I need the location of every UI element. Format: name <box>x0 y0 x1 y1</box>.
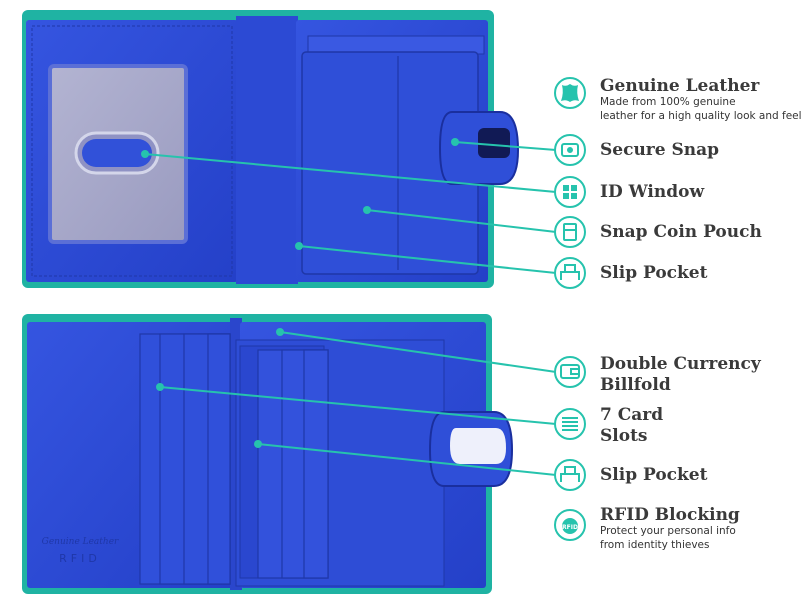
feature-title-billfold: Billfold <box>600 375 671 395</box>
id-window-icon <box>554 176 586 208</box>
slip-pocket-icon <box>554 257 586 289</box>
rfid-shield-icon: RFID <box>554 509 586 541</box>
card-slots-icon <box>554 408 586 440</box>
feature-title-secure-snap: Secure Snap <box>600 140 720 160</box>
svg-text:RFID: RFID <box>562 524 578 531</box>
feature-title-double-currency: Double Currency <box>600 354 761 374</box>
card-slots-right <box>257 349 329 579</box>
bottom-callout-dots <box>156 328 284 448</box>
slip-pocket-icon <box>554 459 586 491</box>
top-callout-dots <box>141 138 459 250</box>
top-wallet-left-stitch <box>31 25 233 277</box>
feature-title-7-card: 7 Card <box>600 405 664 425</box>
top-callout-lines <box>144 141 557 274</box>
bottom-wallet: Genuine Leather RFID <box>22 314 557 594</box>
card-slots-left <box>139 333 231 585</box>
feature-desc-genuine-leather-1: Made from 100% genuine <box>600 96 736 108</box>
feature-desc-rfid-2: from identity thieves <box>600 539 710 551</box>
coin-pouch-icon <box>554 216 586 248</box>
billfold-icon <box>554 356 586 388</box>
leather-hide-icon <box>554 77 586 109</box>
top-wallet <box>22 10 557 288</box>
top-wallet-spine <box>236 16 298 284</box>
feature-title-slip-pocket-top: Slip Pocket <box>600 263 708 283</box>
bottom-snap-tab-hole <box>450 428 506 464</box>
bottom-callout-lines <box>159 331 557 476</box>
feature-title-genuine-leather: Genuine Leather <box>600 76 760 96</box>
top-snap-tab-hole <box>478 128 510 158</box>
snap-button-icon <box>554 134 586 166</box>
watermark-genuine-leather: Genuine Leather <box>42 537 119 547</box>
feature-icons: RFID <box>554 77 586 541</box>
watermark-rfid: RFID <box>59 552 101 565</box>
feature-title-rfid-blocking: RFID Blocking <box>600 505 740 525</box>
id-window-thumb-leather <box>82 139 152 167</box>
feature-desc-rfid-1: Protect your personal info <box>600 525 736 537</box>
feature-title-snap-coin-pouch: Snap Coin Pouch <box>600 222 762 242</box>
feature-title-id-window: ID Window <box>600 182 705 202</box>
feature-title-slots: Slots <box>600 426 648 446</box>
feature-desc-genuine-leather-2: leather for a high quality look and feel <box>600 110 802 122</box>
feature-title-slip-pocket-bottom: Slip Pocket <box>600 465 708 485</box>
